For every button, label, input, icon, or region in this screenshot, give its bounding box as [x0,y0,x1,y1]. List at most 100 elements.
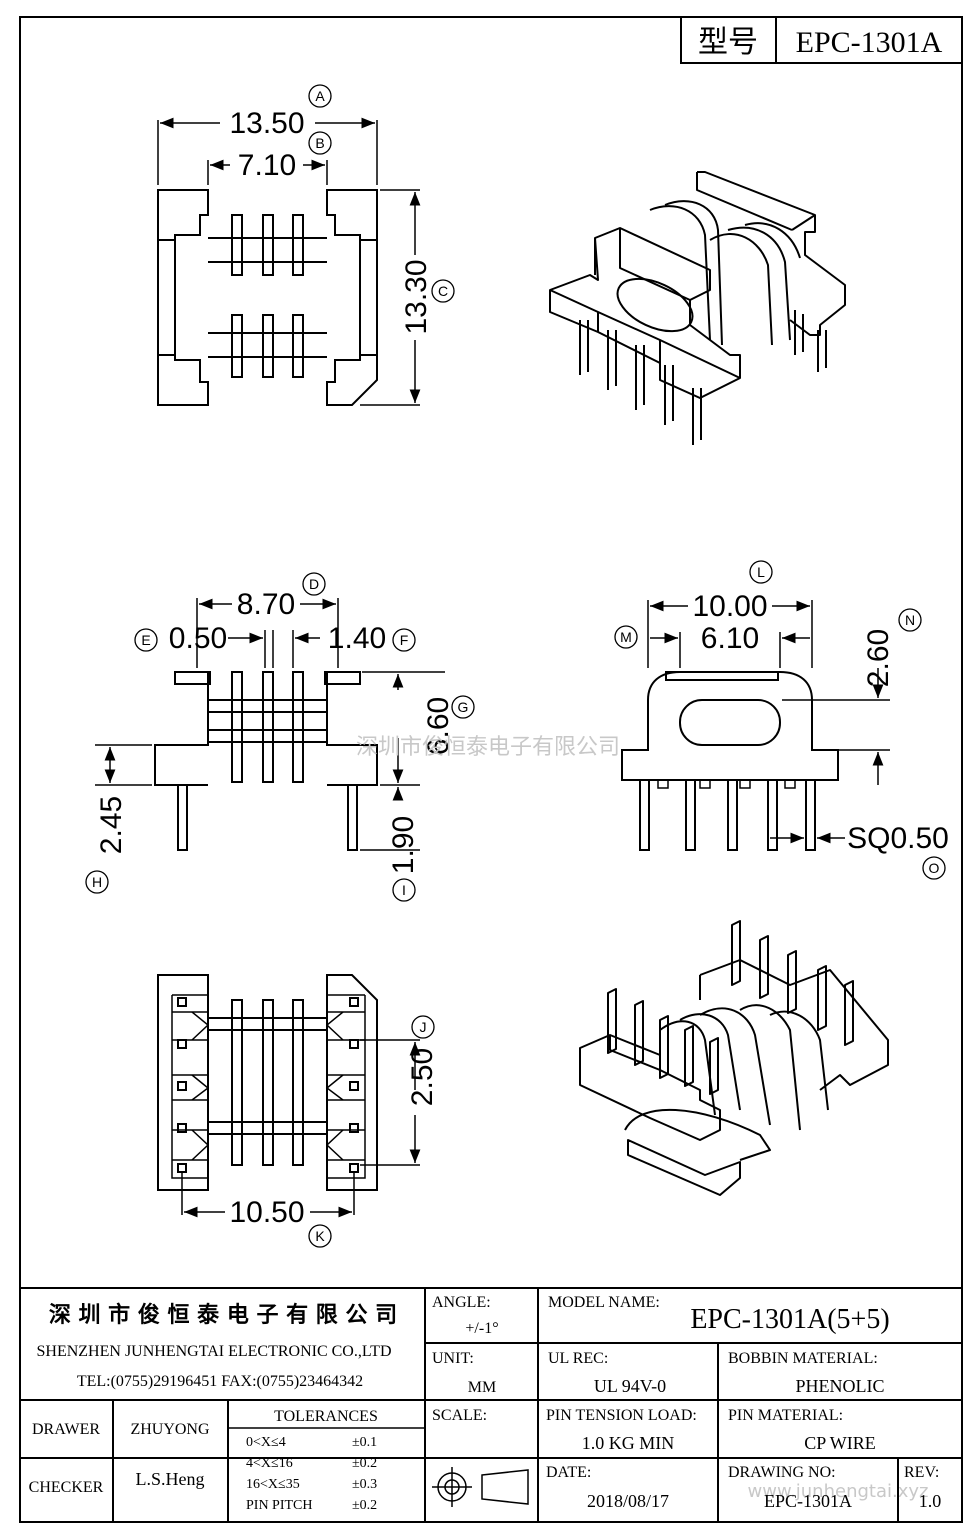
title-block [20,1287,962,1522]
dim-front-pin: 1.90 [387,816,420,874]
dim-side-inner: 6.10 [701,622,759,655]
unit-label: UNIT: [432,1350,474,1367]
drawing-no-value: EPC-1301A [764,1491,852,1511]
dim-front-pitch: 1.40 [328,622,386,655]
front-view [154,671,378,851]
model-box-label: 型号 [698,26,758,59]
dim-bottom-pitch: 2.50 [406,1048,439,1106]
ul-rec-value: UL 94V-0 [594,1376,666,1396]
side-view-dimensions [647,600,890,844]
bottom-view [157,974,378,1191]
model-name-value: EPC-1301A(5+5) [690,1304,889,1335]
callout-letter: L [757,564,765,580]
pin-material-value: CP WIRE [804,1433,876,1453]
callout-e: E [134,628,158,652]
tolerance-range: PIN PITCH [246,1498,313,1513]
iso-view-upper [549,171,846,445]
callout-h: H [85,870,109,894]
callout-o: O [922,856,946,880]
checker-value: L.S.Heng [136,1469,205,1489]
dim-front-base: 2.45 [95,796,128,854]
dim-side-height: 2.60 [862,629,895,687]
callout-letter: M [620,629,632,645]
rev-label: REV: [904,1464,939,1481]
callout-letter: G [458,699,469,715]
bobbin-material-label: BOBBIN MATERIAL: [728,1350,878,1367]
dim-side-pin: SQ0.50 [847,822,949,855]
tolerance-range: 0<X≤4 [246,1435,286,1450]
dim-top-height: 13.30 [400,259,433,334]
checker-label: CHECKER [29,1479,104,1496]
ul-rec-label: UL REC: [548,1350,608,1367]
dim-bottom-width: 10.50 [229,1196,304,1229]
callout-letter: J [420,1019,427,1035]
tolerance-value: ±0.2 [352,1456,377,1471]
bottom-view-dimensions [181,1039,421,1218]
callout-g: G [451,695,475,719]
callout-letter: N [905,612,915,628]
bobbin-material-value: PHENOLIC [796,1376,885,1396]
callout-i: I [392,878,416,902]
callout-letter: D [309,576,319,592]
model-name-label: MODEL NAME: [548,1294,660,1311]
callout-d: D [302,572,326,596]
tolerance-range: 4<X≤16 [246,1456,293,1471]
drawer-label: DRAWER [32,1421,100,1438]
unit-value: MM [468,1379,496,1396]
dim-front-height: 6.60 [422,697,455,755]
callout-letter: O [929,860,940,876]
tolerance-value: ±0.2 [352,1498,377,1513]
drawer-value: ZHUYONG [130,1421,210,1438]
callout-letter: E [141,632,150,648]
tolerance-value: ±0.3 [352,1477,377,1492]
angle-label: ANGLE: [432,1294,491,1311]
dim-front-width: 8.70 [237,588,295,621]
callout-c: C [431,279,455,303]
callout-m: M [614,625,638,649]
callout-letter: F [400,632,409,648]
angle-value: +/-1° [465,1320,498,1337]
top-view [157,189,378,406]
callout-n: N [898,608,922,632]
callout-b: B [308,131,332,155]
callout-letter: C [438,283,448,299]
callout-letter: A [315,88,325,104]
date-value: 2018/08/17 [587,1491,669,1511]
company-name-cn: 深 圳 市 俊 恒 泰 电 子 有 限 公 司 [49,1302,397,1328]
sheet-border [19,16,963,1523]
callout-letter: B [315,135,324,151]
pin-tension-label: PIN TENSION LOAD: [546,1407,697,1424]
callout-l: L [749,560,773,584]
callouts: A B C D E F G H I L M N O J K [85,84,946,1248]
pin-tension-value: 1.0 KG MIN [582,1433,675,1453]
front-view-dimensions [95,598,445,851]
top-view-dimensions [157,117,421,406]
dim-side-width: 10.00 [692,590,767,623]
tolerance-range: 16<X≤35 [246,1477,300,1492]
model-box-value: EPC-1301A [796,26,943,59]
callout-f: F [392,628,416,652]
callout-letter: K [315,1228,325,1244]
callout-letter: H [92,874,102,890]
dim-top-inner: 7.10 [238,149,296,182]
dim-front-slot: 0.50 [169,622,227,655]
iso-view-lower [579,920,889,1196]
tolerances-label: TOLERANCES [274,1408,378,1425]
pin-material-label: PIN MATERIAL: [728,1407,843,1424]
rev-value: 1.0 [919,1491,942,1511]
callout-a: A [308,84,332,108]
company-name-en: SHENZHEN JUNHENGTAI ELECTRONIC CO.,LTD [37,1343,392,1360]
company-contact: TEL:(0755)29196451 FAX:(0755)23464342 [77,1373,363,1390]
callout-letter: I [402,882,406,898]
date-label: DATE: [546,1464,591,1481]
scale-label: SCALE: [432,1407,487,1424]
drawing-no-label: DRAWING NO: [728,1464,836,1481]
tolerance-value: ±0.1 [352,1435,377,1450]
callout-k: K [308,1224,332,1248]
model-box: 型号 EPC-1301A [680,16,963,64]
watermark-url: www.junhengtai.xyz [748,1481,929,1502]
side-view [621,671,839,851]
